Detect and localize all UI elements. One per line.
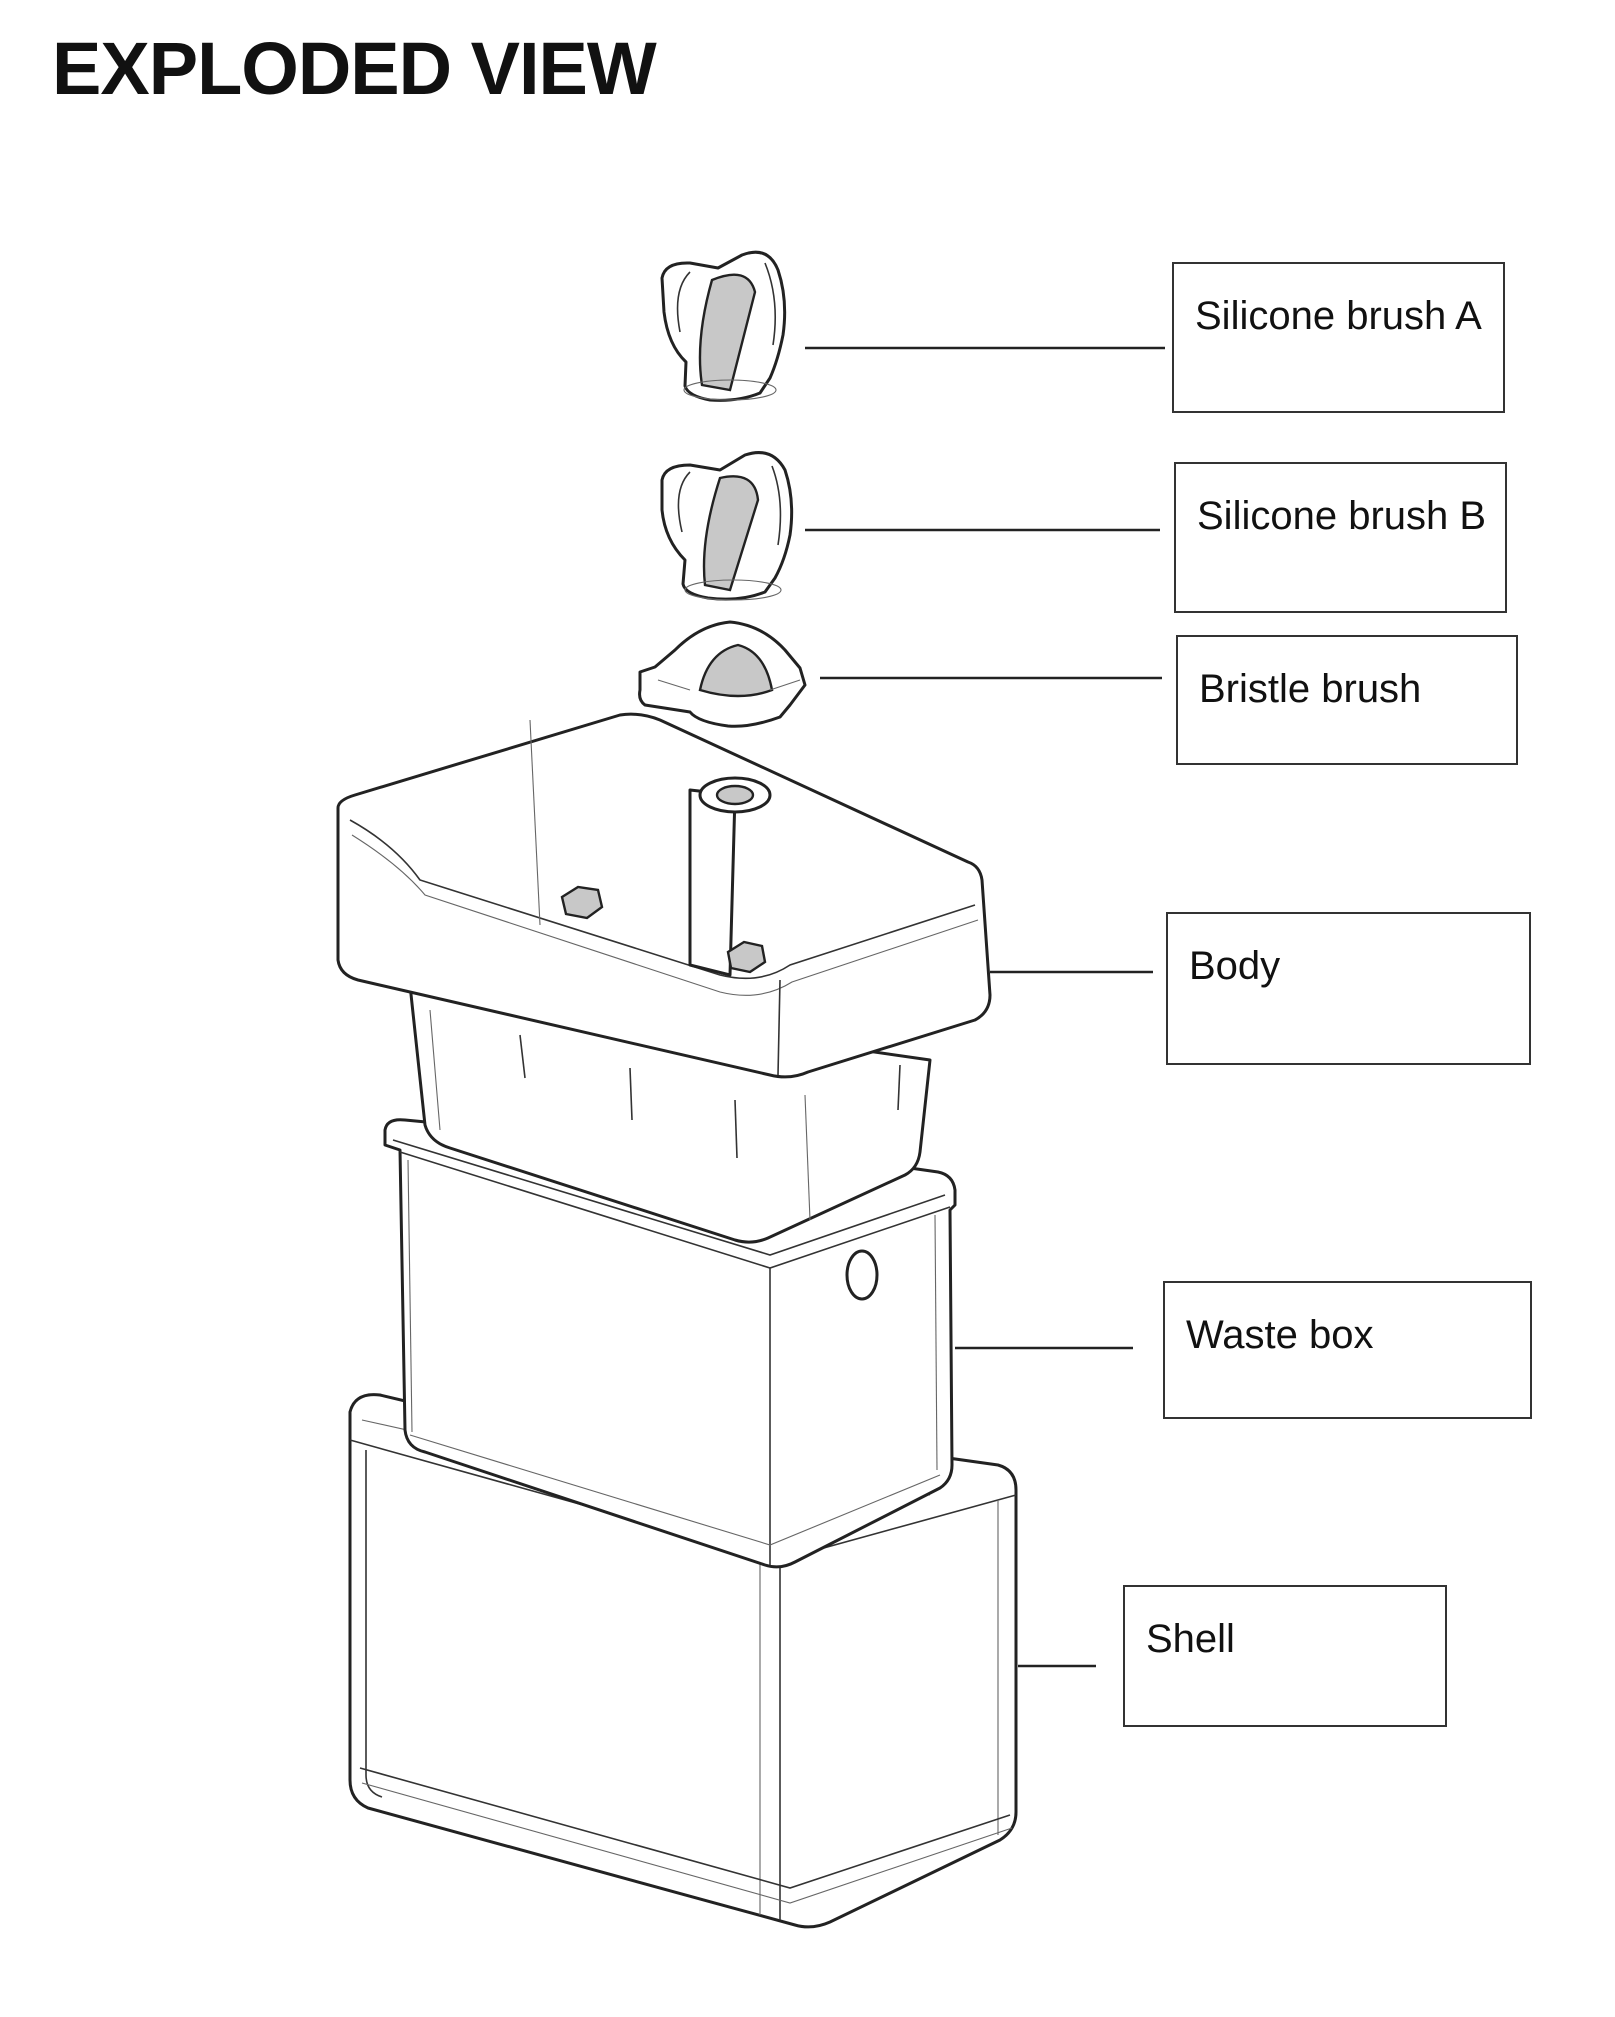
waste-box-part	[383, 1118, 957, 1569]
label-waste-box: Waste box	[1163, 1281, 1532, 1419]
page-title: EXPLODED VIEW	[52, 27, 657, 110]
label-shell: Shell	[1123, 1585, 1447, 1727]
label-text-silicone-brush-b: Silicone brush B	[1197, 494, 1487, 538]
silicone-brush-b-part	[660, 451, 794, 601]
label-text-silicone-brush-a: Silicone brush A	[1195, 294, 1482, 338]
label-text-bristle-brush: Bristle brush	[1199, 667, 1422, 711]
label-text-body: Body	[1189, 944, 1281, 988]
label-text-waste-box: Waste box	[1186, 1313, 1374, 1357]
label-body: Body	[1166, 912, 1531, 1065]
bristle-brush-part	[638, 620, 807, 728]
silicone-brush-a-part	[660, 250, 787, 402]
body-part	[336, 712, 992, 1244]
label-bristle-brush: Bristle brush	[1176, 635, 1518, 765]
label-silicone-brush-a: Silicone brush A	[1172, 262, 1505, 413]
label-text-shell: Shell	[1146, 1617, 1235, 1661]
label-silicone-brush-b: Silicone brush B	[1174, 462, 1507, 613]
